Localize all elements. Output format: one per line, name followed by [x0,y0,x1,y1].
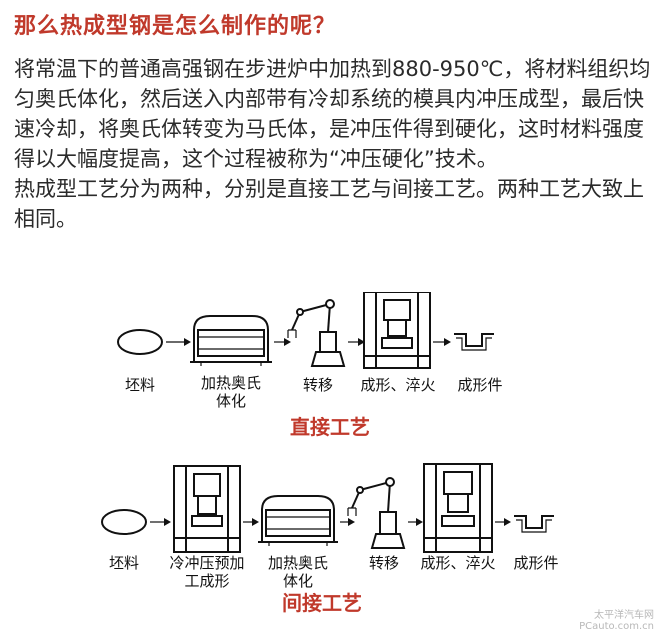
step-label-form: 成形、淬火 [360,376,435,394]
press-icon [423,463,493,553]
robot-arm-icon [287,299,346,367]
direct-process-title: 直接工艺 [290,415,370,439]
arrow-icon [274,338,291,346]
page-heading: 那么热成型钢是怎么制作的呢？ [14,14,337,39]
robot-arm-icon [347,477,406,549]
press-icon [363,292,431,369]
step-label-heat: 加热奥氏 [268,554,328,572]
watermark-line-1: 太平洋汽车网 [594,610,654,621]
step-label-form: 成形、淬火 [420,554,495,572]
step-label-transfer: 转移 [369,554,399,572]
step-label-heat-2: 体化 [216,392,246,410]
step-label-heat-2: 体化 [283,572,313,590]
step-label-blank: 坯料 [125,376,155,394]
step-label-blank: 坯料 [109,554,139,572]
furnace-icon [190,315,272,366]
press-icon [173,465,241,553]
step-label-cold-stamp: 冷冲压预加 [169,554,244,572]
indirect-process-title: 间接工艺 [282,591,362,615]
paragraph-process: 将常温下的普通高强钢在步进炉中加热到880-950℃，将材料组织均匀奥氏体化，然… [14,57,651,171]
formed-part-icon [454,333,494,351]
step-label-transfer: 转移 [303,376,333,394]
arrow-icon [166,338,191,346]
step-label-cold-stamp-2: 工成形 [184,572,229,590]
watermark-line-2: PCauto.com.cn [579,621,654,632]
arrow-icon [408,518,423,526]
paragraph-types: 热成型工艺分为两种，分别是直接工艺与间接工艺。两种工艺大致上相同。 [14,177,644,231]
arrow-icon [348,338,365,346]
furnace-icon [258,495,338,546]
arrow-icon [243,518,259,526]
watermark: 太平洋汽车网 PCauto.com.cn [579,610,654,632]
formed-part-icon [514,515,554,533]
intro-text: 将常温下的普通高强钢在步进炉中加热到880-950℃，将材料组织均匀奥氏体化，然… [14,54,654,234]
step-label-heat: 加热奥氏 [201,374,261,392]
arrow-icon [150,518,171,526]
blank-disc-icon [117,329,163,355]
arrow-icon [495,518,511,526]
arrow-icon [433,338,451,346]
blank-disc-icon [101,509,147,535]
step-label-part: 成形件 [513,554,558,572]
step-label-part: 成形件 [457,376,502,394]
direct-process-diagram: 坯料 加热奥氏 体化 转移 成形、淬火 成形件 直接工艺 [117,292,503,439]
arrow-icon [340,518,355,526]
indirect-process-diagram: 坯料 冷冲压预加 工成形 加热奥氏 体化 转移 成形、淬火 成形件 间接工艺 [101,463,559,615]
